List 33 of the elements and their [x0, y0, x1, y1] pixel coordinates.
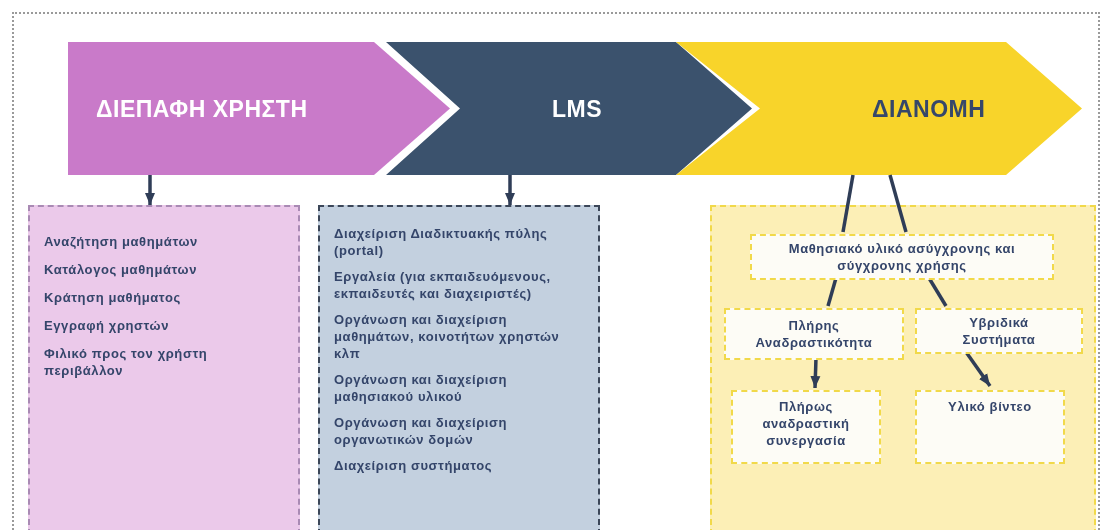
- stage-heading: ΔΙΑΝΟΜΗ: [872, 95, 986, 122]
- label-box: Μαθησιακό υλικό ασύγχρονης και σύγχρονης χρήσης: [750, 234, 1054, 280]
- arrow: [145, 175, 155, 205]
- connector-line: [826, 277, 838, 307]
- stage-heading: LMS: [552, 95, 603, 122]
- arrow: [964, 351, 992, 387]
- list-item: Αναζήτηση μαθημάτων: [44, 233, 199, 250]
- list-item: Οργάνωση και διαχείριση μαθημάτων, κοινοτήτων χρηστών κλπ: [334, 311, 561, 362]
- connector-line: [841, 174, 855, 233]
- stage-banner: [386, 42, 752, 175]
- arrow: [505, 175, 515, 205]
- list-item: Εγγραφή χρηστών: [44, 317, 171, 334]
- stage-banner: [68, 42, 450, 175]
- panel: [710, 205, 1096, 530]
- stage-banner: [676, 42, 1082, 175]
- list-item: Διαχείριση Διαδικτυακής πύλης (portal): [334, 225, 549, 259]
- connector-line: [927, 277, 948, 307]
- list-item: Φιλικό προς τον χρήστη περιβάλλον: [44, 345, 209, 379]
- list-item: Κράτηση μαθήματος: [44, 289, 182, 306]
- label-box: Υλικό βίντεο: [915, 390, 1065, 464]
- panel: [28, 205, 300, 530]
- label-box: Πλήρης Αναδραστικότητα: [724, 308, 904, 360]
- stage-heading: ΔΙΕΠΑΦΗ ΧΡΗΣΤΗ: [96, 95, 308, 122]
- list-item: Κατάλογος μαθημάτων: [44, 261, 198, 278]
- arrow: [810, 357, 821, 389]
- list-item: Οργάνωση και διαχείριση μαθησιακού υλικού: [334, 371, 509, 405]
- list-item: Οργάνωση και διαχείριση οργανωτικών δομών: [334, 414, 509, 448]
- connector-line: [888, 174, 908, 233]
- label-box: Πλήρως αναδραστική συνεργασία: [731, 390, 881, 464]
- panel: [318, 205, 600, 530]
- label-box: Υβριδικά Συστήματα: [915, 308, 1083, 354]
- list-item: Διαχείριση συστήματος: [334, 457, 494, 474]
- list-item: Εργαλεία (για εκπαιδευόμενους, εκπαιδευτές και διαχειριστές): [334, 268, 552, 302]
